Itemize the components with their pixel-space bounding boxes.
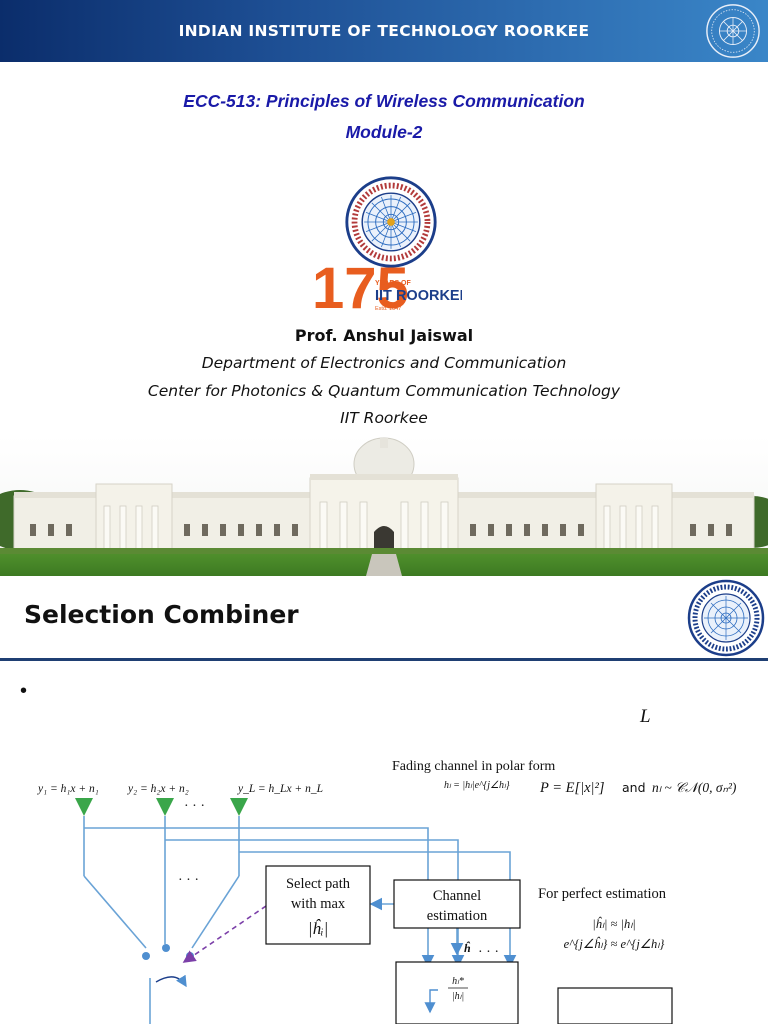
- perfect-eq-2: e^{j∠ĥₗ} ≈ e^{j∠hₗ}: [564, 937, 665, 951]
- output-box: [557, 987, 673, 1024]
- title-divider: [0, 658, 768, 661]
- noise-equation: nₗ ~ 𝒞𝒩(0, σₙ²): [652, 780, 737, 795]
- logo-name: IIT ROORKEE: [375, 288, 462, 304]
- antenna-2-icon: [156, 798, 174, 816]
- iitr-emblem-icon: [345, 176, 437, 268]
- rx1-equation: y₁ = h₁x + n₁: [37, 783, 99, 795]
- module-label: Module-2: [345, 122, 423, 142]
- h-hat-label: ĥ: [464, 940, 471, 955]
- slide-title: Selection Combiner: [24, 600, 299, 629]
- channel-estimation-box: [393, 879, 521, 929]
- logo-number: 175: [312, 256, 409, 316]
- header-banner: [0, 0, 768, 62]
- polar-caption: Fading channel in polar form: [392, 759, 555, 774]
- bullet-point: •: [20, 680, 28, 702]
- conj-numerator: hₗ*: [452, 976, 464, 987]
- channel-line-1: Channel: [433, 888, 481, 904]
- professor-name: Prof. Anshul Jaiswal: [294, 326, 474, 345]
- selection-combiner-diagram: y₁ = h₁x + n₁ y₂ = h₂x + n₂ y_L = h_Lx +…: [37, 759, 737, 1024]
- channel-line-2: estimation: [427, 908, 488, 924]
- rx2-equation: y₂ = h₂x + n₂: [127, 783, 189, 795]
- conjugate-box: [395, 961, 519, 1024]
- iitr-seal-icon: [706, 4, 760, 58]
- control-dashed-arrow: [182, 905, 267, 963]
- center-line: Center for Photonics & Quantum Communica…: [147, 382, 621, 400]
- perfect-eq-1: |ĥₗ| ≈ |hₗ|: [592, 917, 636, 931]
- 175-years-logo: 175 YEARS OF IIT ROORKEE Estd. 1847: [312, 256, 462, 316]
- polar-equation: hₗ = |hₗ|e^{j∠hₗ}: [444, 780, 510, 791]
- institute-banner-title: INDIAN INSTITUTE OF TECHNOLOGY ROORKEE: [178, 22, 590, 40]
- switch-contact-2: [162, 944, 170, 952]
- antenna-dots: · · ·: [184, 799, 205, 814]
- department-line: Department of Electronics and Communicat…: [201, 354, 567, 372]
- antenna-L-icon: [230, 798, 248, 816]
- perfect-estimation-caption: For perfect estimation: [538, 886, 667, 902]
- power-equation: P = E[|x|²]: [539, 780, 605, 796]
- selection-combiner-slide: Selection Combiner • L y₁ = h₁x + n₁ y₂ …: [0, 576, 768, 1024]
- logo-years-of: YEARS OF: [375, 280, 412, 287]
- estimation-dots: · · ·: [478, 945, 499, 960]
- logo-estd: Estd. 1847: [375, 306, 401, 312]
- antenna-1-icon: [75, 798, 93, 816]
- institute-line: IIT Roorkee: [340, 409, 428, 427]
- select-line-1: Select path: [286, 876, 351, 892]
- title-slide: INDIAN INSTITUTE OF TECHNOLOGY ROORKEE E…: [0, 0, 768, 576]
- main-building-image: [0, 436, 768, 576]
- select-line-2: with max: [291, 896, 346, 912]
- conj-denominator: |hₗ|: [452, 991, 464, 1002]
- and-word: and: [622, 780, 646, 795]
- select-path-box: [265, 865, 371, 945]
- select-line-3: |ĥᵢ|: [308, 919, 329, 938]
- rxL-equation: y_L = h_Lx + n_L: [237, 783, 323, 795]
- switch-contact-1: [142, 952, 150, 960]
- branch-dots: · · ·: [178, 873, 199, 888]
- branch-count-symbol: L: [640, 706, 651, 727]
- selector-arrow: [155, 974, 187, 988]
- iitr-seal-icon: [687, 579, 765, 657]
- course-title: ECC-513: Principles of Wireless Communic…: [183, 91, 585, 111]
